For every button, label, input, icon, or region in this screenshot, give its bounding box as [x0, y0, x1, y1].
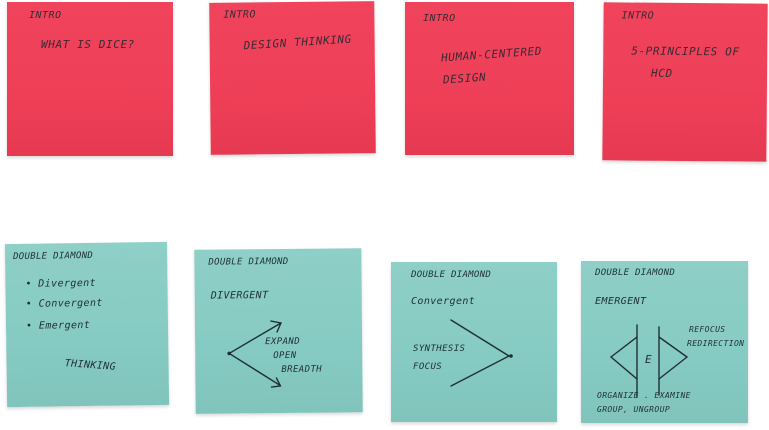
list-item-divergent: • Divergent: [25, 277, 97, 290]
note-tag: INTRO: [423, 13, 456, 24]
note-heading: DOUBLE DIAMOND: [411, 270, 492, 280]
label-refocus: REFOCUS: [689, 325, 726, 334]
footer-line2: GROUP, UNGROUP: [597, 405, 671, 414]
note-subtitle: DIVERGENT: [210, 290, 269, 302]
note-footer: THINKING: [64, 358, 117, 373]
diamond-note-emergent: DOUBLE DIAMOND EMERGENT E REFOCUS REDIRE…: [581, 261, 748, 423]
intro-note-what-is-dice: INTRO WHAT IS DICE?: [7, 2, 173, 156]
diamond-note-thinking: DOUBLE DIAMOND • Divergent • Convergent …: [4, 241, 170, 408]
note-tag: INTRO: [29, 10, 62, 21]
note-title-line2: HCD: [651, 66, 673, 80]
note-tag: INTRO: [621, 10, 655, 22]
intro-note-human-centered-design: INTRO HUMAN-CENTERED DESIGN: [405, 2, 574, 155]
intro-note-design-thinking: INTRO DESIGN THINKING: [209, 1, 376, 155]
item-label: Emergent: [38, 319, 91, 332]
note-heading: DOUBLE DIAMOND: [208, 256, 289, 268]
note-title-line2: DESIGN: [442, 70, 487, 87]
note-heading: DOUBLE DIAMOND: [12, 250, 94, 263]
note-subtitle: Convergent: [411, 296, 476, 307]
note-title: DESIGN THINKING: [243, 32, 353, 53]
diamond-note-convergent: DOUBLE DIAMOND Convergent SYNTHESIS FOCU…: [391, 262, 557, 422]
footer-line1: ORGANIZE . EXAMINE: [597, 391, 691, 400]
center-letter: E: [645, 353, 653, 366]
item-label: Divergent: [38, 277, 97, 290]
note-title-line1: HUMAN-CENTERED: [440, 44, 543, 65]
note-title-line1: 5-PRINCIPLES OF: [631, 44, 740, 59]
label-synthesis: SYNTHESIS: [413, 344, 466, 354]
intro-note-5-principles-of-hcd: INTRO 5-PRINCIPLES OF HCD: [602, 2, 768, 162]
emergent-diamond-icon: [610, 324, 688, 398]
label-expand: EXPAND: [265, 336, 301, 348]
diamond-note-divergent: DOUBLE DIAMOND DIVERGENT EXPAND OPEN BRE…: [194, 248, 363, 414]
note-tag: INTRO: [223, 9, 257, 21]
diverge-arrow-icon: [227, 320, 282, 388]
converge-arrow-icon: [450, 319, 513, 387]
label-open: OPEN: [273, 350, 297, 362]
list-item-emergent: • Emergent: [25, 319, 91, 332]
label-redirection: REDIRECTION: [687, 339, 745, 348]
list-item-convergent: • Convergent: [25, 297, 103, 310]
note-heading: DOUBLE DIAMOND: [595, 268, 676, 278]
note-subtitle: EMERGENT: [595, 296, 647, 307]
label-breadth: BREADTH: [281, 364, 323, 375]
item-label: Convergent: [38, 297, 103, 310]
label-focus: FOCUS: [413, 362, 443, 372]
note-title: WHAT IS DICE?: [41, 38, 135, 51]
